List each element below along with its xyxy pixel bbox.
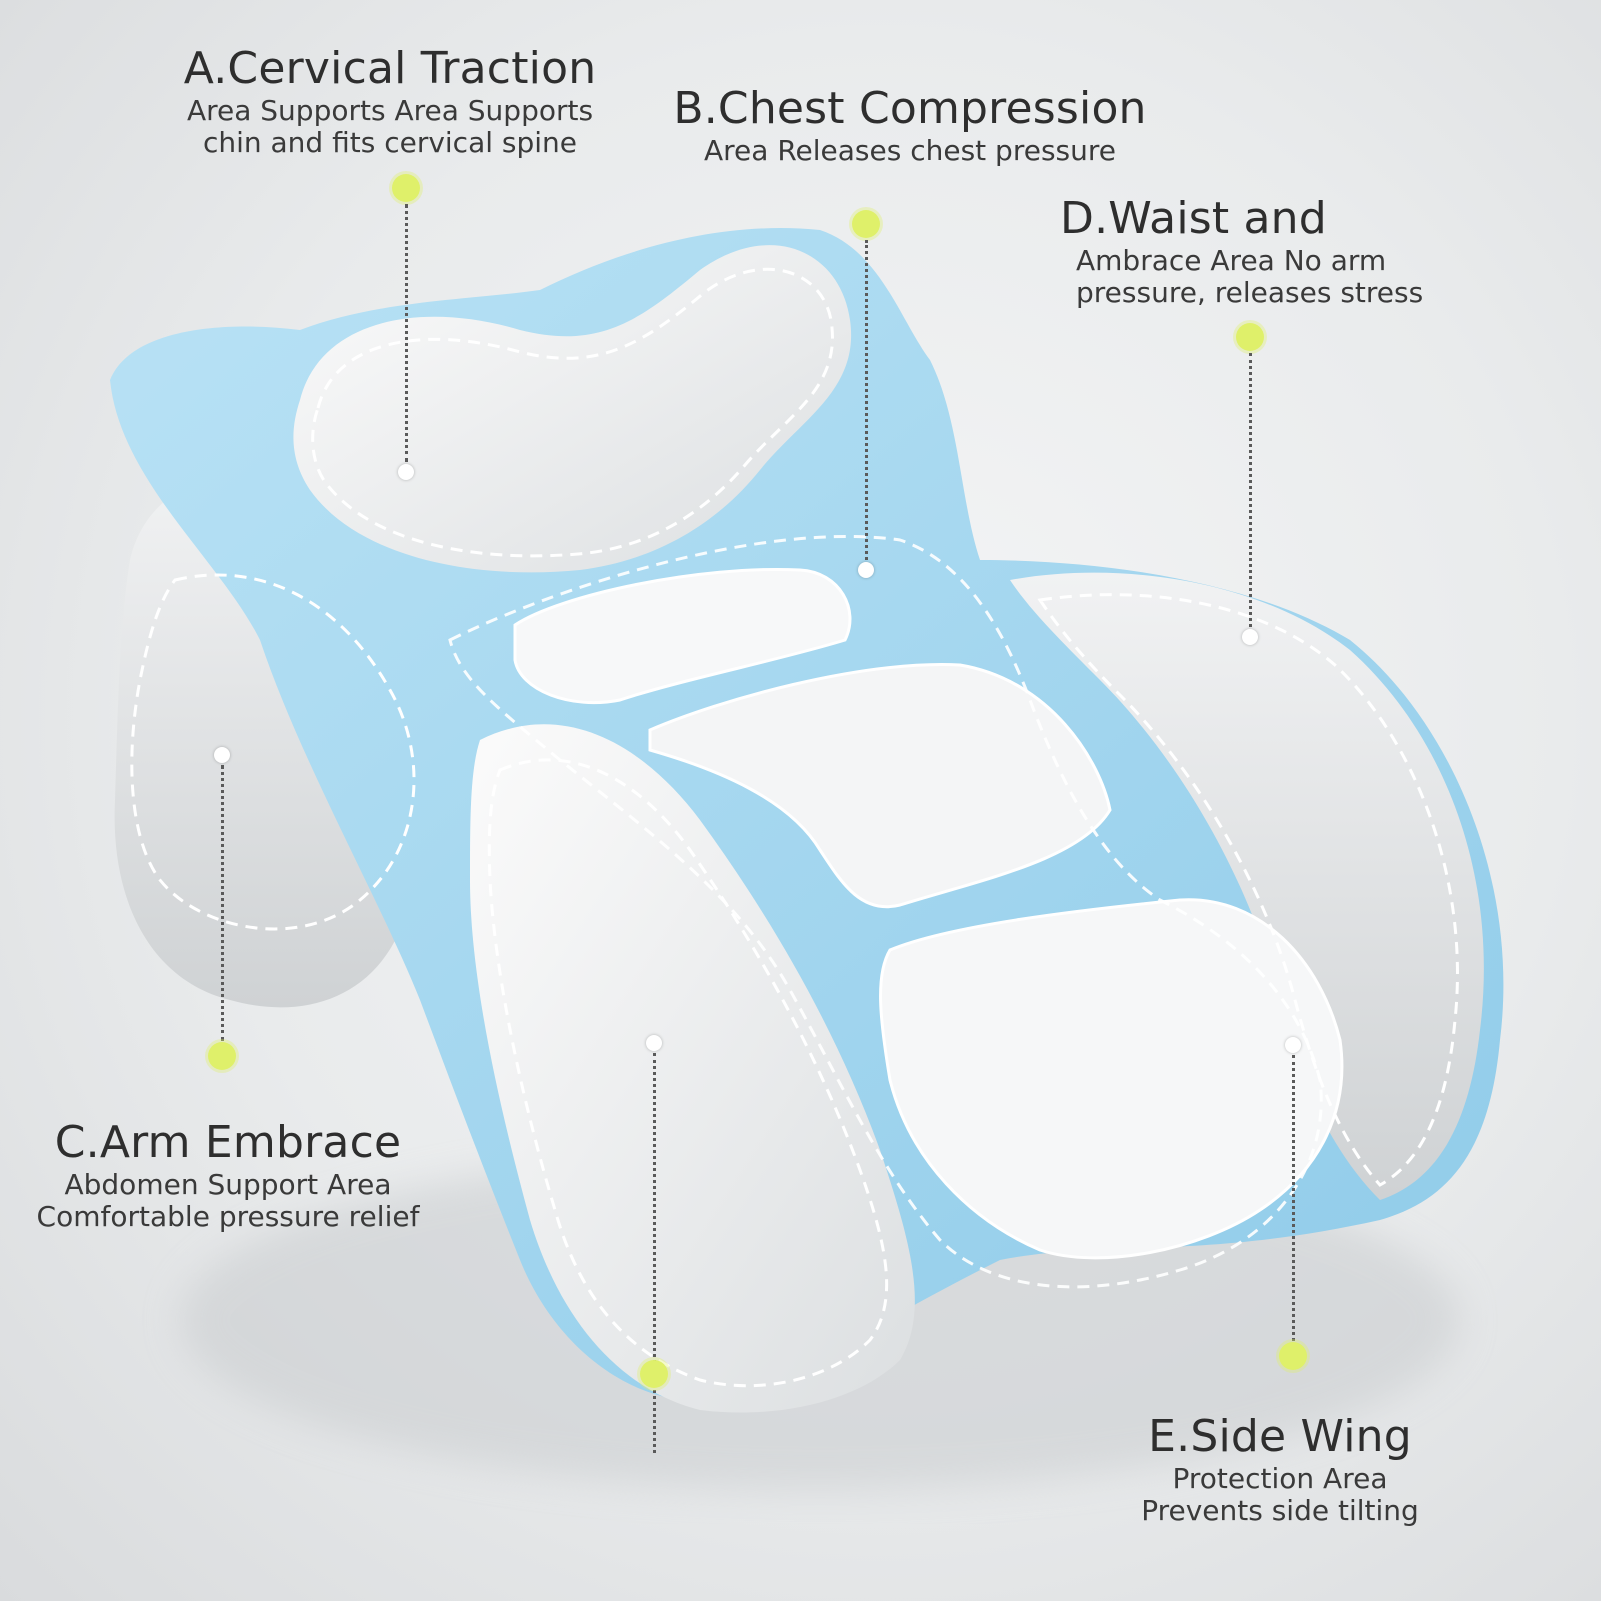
- callout-a-line1: Area Supports Area Supports: [186, 93, 594, 127]
- callout-e-line2: Prevents side tilting: [1141, 1493, 1419, 1527]
- marker-e-bottom: [1279, 1342, 1307, 1370]
- marker-c-bottom: [208, 1042, 236, 1070]
- front-wing-shape: [470, 724, 915, 1413]
- marker-b-top: [852, 210, 880, 238]
- headrest-stitching: [311, 267, 834, 558]
- marker-e-anchor: [1285, 1037, 1301, 1053]
- leader-line-c: [221, 765, 224, 1041]
- callout-c-line1: Abdomen Support Area: [64, 1167, 392, 1201]
- callout-chest-compression: B.Chest Compression Area Releases chest …: [650, 83, 1170, 167]
- callout-side-wing: E.Side Wing Protection Area Prevents sid…: [1110, 1411, 1450, 1527]
- callout-c-line2: Comfortable pressure relief: [36, 1199, 420, 1233]
- leader-line-a: [405, 204, 408, 462]
- leader-line-e: [1292, 1055, 1295, 1341]
- callout-c-title: C.Arm Embrace: [54, 1117, 402, 1168]
- marker-front-anchor: [646, 1035, 662, 1051]
- marker-c-anchor: [214, 747, 230, 763]
- middle-pad-shape: [648, 663, 1112, 909]
- headrest-shape: [293, 245, 852, 573]
- marker-a-anchor: [398, 464, 414, 480]
- callout-d-line1: Ambrace Area No arm: [1076, 243, 1387, 277]
- right-zone-outline: [1037, 593, 1459, 1187]
- marker-d-anchor: [1242, 629, 1258, 645]
- chest-pad-shape: [513, 567, 852, 705]
- marker-front-bottom: [640, 1360, 668, 1388]
- callout-e-line1: Protection Area: [1172, 1461, 1388, 1495]
- callout-b-line1: Area Releases chest pressure: [703, 133, 1116, 167]
- leader-line-b: [865, 240, 868, 560]
- marker-d-top: [1236, 323, 1264, 351]
- marker-a-top: [392, 174, 420, 202]
- leader-line-front: [653, 1053, 656, 1453]
- leader-line-d: [1249, 353, 1252, 627]
- callout-b-title: B.Chest Compression: [673, 83, 1147, 134]
- marker-b-anchor: [858, 562, 874, 578]
- callout-d-title: D.Waist and: [1060, 193, 1327, 244]
- callout-waist-embrace: D.Waist and Ambrace Area No arm pressure…: [1060, 193, 1460, 309]
- front-zone-outline: [487, 758, 889, 1388]
- callout-cervical-traction: A.Cervical Traction Area Supports Area S…: [150, 43, 630, 159]
- callout-e-title: E.Side Wing: [1148, 1411, 1412, 1462]
- callout-a-title: A.Cervical Traction: [183, 43, 597, 94]
- right-wing-shape: [1010, 572, 1484, 1200]
- callout-d-line2: pressure, releases stress: [1076, 275, 1424, 309]
- lower-pad-shape: [879, 898, 1344, 1260]
- center-zone-outline: [448, 535, 1323, 1289]
- callout-a-line2: chin and fits cervical spine: [202, 125, 578, 159]
- callout-arm-embrace: C.Arm Embrace Abdomen Support Area Comfo…: [18, 1117, 438, 1233]
